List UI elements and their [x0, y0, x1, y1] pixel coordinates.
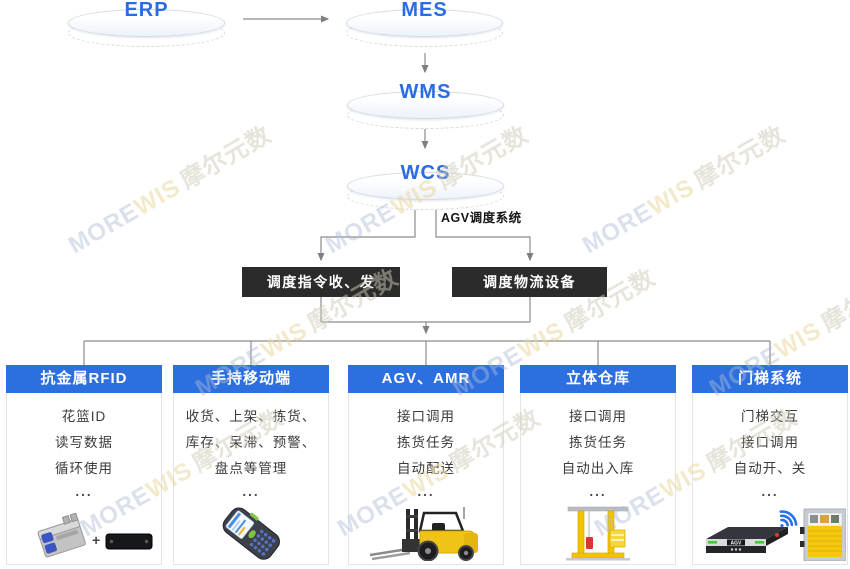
- cylinder-body: [347, 91, 504, 119]
- forklift-image: [369, 507, 478, 561]
- node-wms-label: WMS: [399, 81, 452, 103]
- column-item: 接口调用: [741, 435, 799, 450]
- agv-robot-label: AGV: [731, 541, 743, 547]
- column-item: 自动出入库: [561, 461, 635, 476]
- handheld-terminal-image: [199, 507, 303, 561]
- column-item: 读写数据: [55, 435, 113, 450]
- cylinder-body: [347, 172, 504, 200]
- column-item: 拣货任务: [569, 435, 627, 450]
- forklift-image: [364, 505, 488, 561]
- column-item: 自动开、关: [733, 461, 807, 476]
- node-erp-label: ERP: [124, 0, 169, 21]
- stacker-crane-image: [564, 505, 632, 561]
- node-wms: WMS: [347, 81, 504, 133]
- column-item: 盘点等管理: [214, 461, 288, 476]
- column-item: 收货、上架、拣货、: [185, 409, 317, 424]
- ellipsis: ...: [417, 484, 435, 499]
- column-door-elevator-system: 门梯系统 门梯交互 接口调用 自动开、关 ... AGV: [692, 365, 848, 565]
- column-body: 接口调用 拣货任务 自动配送 ...: [348, 393, 504, 565]
- cylinder-body: [346, 9, 503, 37]
- column-title: 门梯系统: [692, 365, 848, 393]
- column-item: 花篮ID: [61, 409, 107, 424]
- column-title: 手持移动端: [173, 365, 329, 393]
- column-body: 门梯交互 接口调用 自动开、关 ... AGV: [692, 393, 848, 565]
- node-erp: ERP: [68, 0, 225, 51]
- agv-and-roller-door-image: AGV: [694, 505, 846, 561]
- dispatch-command-box: 调度指令收、发: [242, 267, 400, 297]
- ellipsis: ...: [75, 484, 93, 499]
- column-title: 抗金属RFID: [6, 365, 162, 393]
- dispatch-equipment-box: 调度物流设备: [452, 267, 607, 297]
- wifi-icon: [779, 510, 798, 528]
- ellipsis: ...: [242, 484, 260, 499]
- column-stereoscopic-warehouse: 立体仓库 接口调用 拣货任务 自动出入库 ...: [520, 365, 676, 565]
- node-mes: MES: [346, 0, 503, 51]
- node-mes-label: MES: [401, 0, 448, 21]
- column-agv-amr: AGV、AMR 接口调用 拣货任务 自动配送 ...: [348, 365, 504, 565]
- column-item: 接口调用: [397, 409, 455, 424]
- stacker-crane-image: [566, 506, 630, 561]
- node-wcs-label: WCS: [400, 162, 451, 184]
- cylinder-body: [68, 9, 225, 37]
- column-handheld-terminal: 手持移动端 收货、上架、拣货、 库存、呆滞、预警、 盘点等管理 ...: [173, 365, 329, 565]
- column-anti-metal-rfid: 抗金属RFID 花篮ID 读写数据 循环使用 ... +: [6, 365, 162, 565]
- handheld-terminal-image: [222, 507, 280, 560]
- column-item: 库存、呆滞、预警、: [185, 435, 317, 450]
- plus-sign: +: [92, 532, 100, 548]
- node-wcs: WCS: [347, 162, 504, 214]
- agv-and-roller-door-image: AGV: [706, 508, 846, 561]
- column-item: 自动配送: [397, 461, 455, 476]
- column-body: 收货、上架、拣货、 库存、呆滞、预警、 盘点等管理 ...: [173, 393, 329, 565]
- rfid-reader-and-tag-image: +: [37, 513, 153, 558]
- column-title: AGV、AMR: [348, 365, 504, 393]
- column-item: 接口调用: [569, 409, 627, 424]
- column-item: 循环使用: [55, 461, 113, 476]
- agv-dispatch-system-label: AGV调度系统: [441, 211, 522, 225]
- rfid-reader-and-tag-image: +: [13, 513, 155, 561]
- ellipsis: ...: [761, 484, 779, 499]
- column-item: 拣货任务: [397, 435, 455, 450]
- column-body: 接口调用 拣货任务 自动出入库 ...: [520, 393, 676, 565]
- column-item: 门梯交互: [741, 409, 799, 424]
- column-body: 花篮ID 读写数据 循环使用 ... +: [6, 393, 162, 565]
- column-title: 立体仓库: [520, 365, 676, 393]
- ellipsis: ...: [589, 484, 607, 499]
